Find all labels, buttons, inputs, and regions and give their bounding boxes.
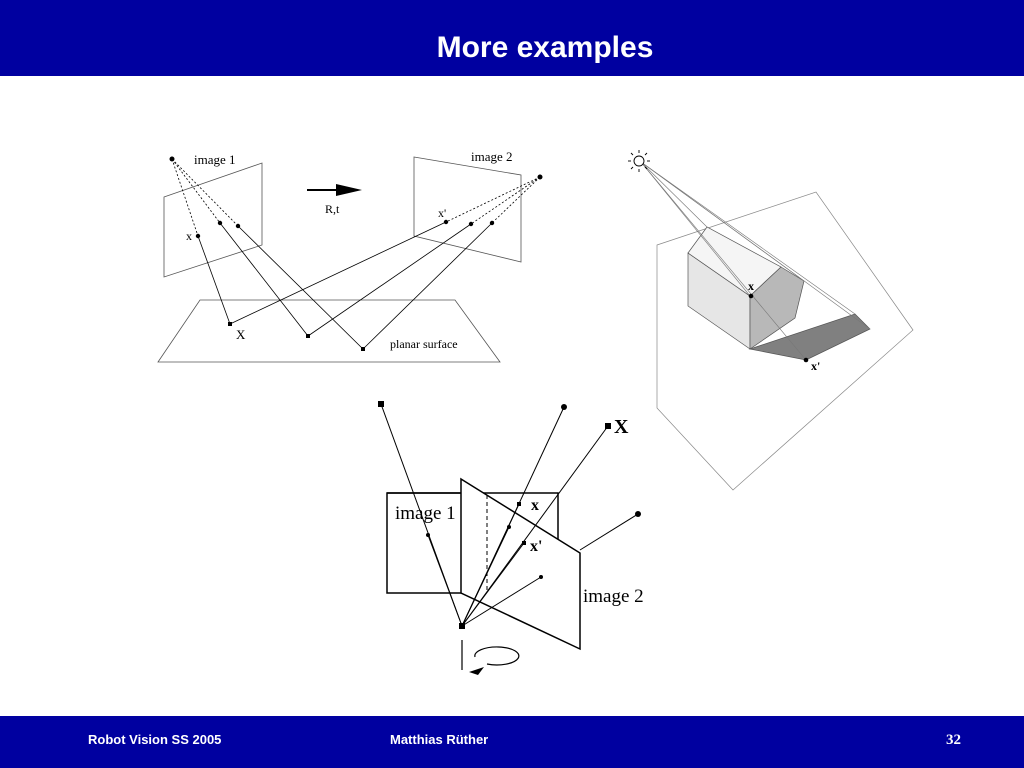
slide-footer: Robot Vision SS 2005 Matthias Rüther 32 — [0, 716, 1024, 768]
image2-label: image 2 — [471, 149, 513, 164]
x-prime-label: x' — [438, 206, 446, 220]
x-prime-label: x' — [530, 538, 542, 555]
image-point — [539, 575, 543, 579]
surface-point — [228, 322, 232, 326]
surface-point — [306, 334, 310, 338]
far-point — [561, 404, 567, 410]
image-point-x-prime — [522, 541, 526, 545]
slide-title: More examples — [436, 31, 654, 64]
image-point — [426, 533, 430, 537]
image-point-x — [517, 502, 521, 506]
image2-label: image 2 — [583, 586, 644, 607]
motion-arrow-icon — [307, 184, 362, 196]
camera1-center — [169, 156, 175, 162]
shadow-x-point — [748, 293, 754, 299]
planar-surface-label: planar surface — [390, 337, 458, 351]
image-point — [507, 525, 511, 529]
camera-center — [459, 623, 465, 629]
diagram2-labels: x x' — [748, 279, 820, 373]
house-front-face — [749, 266, 805, 350]
image1-plane — [163, 162, 263, 278]
diagram1-labels: image 1 image 2 R,t x x' X planar surfac… — [186, 149, 513, 351]
slide-header: More examples — [0, 0, 1024, 76]
camera2-center — [537, 174, 543, 180]
shadow-x-prime-point — [803, 357, 809, 363]
image1-point — [235, 223, 241, 229]
world-point-label: X — [614, 416, 629, 438]
world-point-label: X — [236, 327, 246, 342]
sun-icon — [628, 150, 650, 172]
far-point — [635, 511, 641, 517]
image2-point — [468, 221, 474, 227]
shadow-x-label: x — [748, 279, 754, 293]
shadow-x-prime-label: x' — [811, 359, 820, 373]
rotation-arrow-icon — [461, 640, 520, 675]
footer-course: Robot Vision SS 2005 — [88, 732, 222, 747]
image1-label: image 1 — [194, 152, 236, 167]
x-label: x — [531, 497, 539, 514]
image2-point — [443, 219, 449, 225]
image2-plane — [460, 477, 581, 651]
image2-point — [489, 220, 495, 226]
image1-point — [217, 220, 223, 226]
image1-label: image 1 — [395, 503, 456, 524]
page-number: 32 — [946, 732, 961, 748]
surface-point — [361, 347, 365, 351]
x-label: x — [186, 229, 192, 243]
planar-surface — [157, 299, 501, 363]
diagram3-labels: image 1 image 2 X x x' — [395, 416, 644, 607]
image2-plane — [413, 156, 522, 263]
far-point — [378, 401, 384, 407]
motion-label: R,t — [325, 202, 340, 216]
footer-author: Matthias Rüther — [390, 732, 489, 747]
diagram-rotating-camera — [378, 401, 641, 675]
world-point-X — [605, 423, 611, 429]
image1-point — [195, 233, 201, 239]
diagram-shadow-projection — [628, 150, 914, 491]
diagram-planar-homography — [157, 156, 543, 363]
